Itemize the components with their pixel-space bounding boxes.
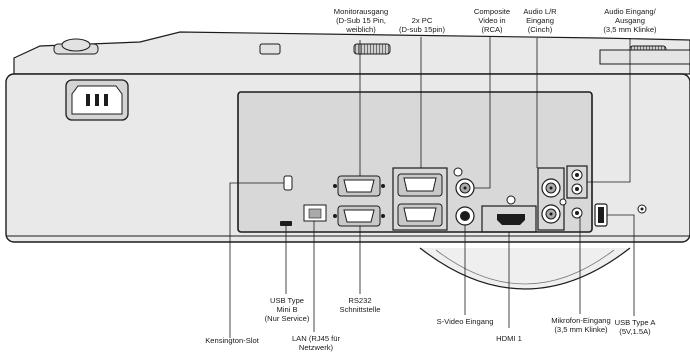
label-pc-inputs: 2x PC (D-sub 15pin) [398, 16, 445, 34]
audio-jack-icon [571, 207, 583, 219]
projector-top-housing [13, 31, 690, 75]
label-usb-mini: USB Type Mini B (Nur Service) [264, 296, 310, 323]
label-hdmi: HDMI 1 [496, 334, 522, 343]
label-lan: LAN (RJ45 für Netzwerk) [291, 334, 341, 352]
connector-panel [237, 91, 593, 233]
usb-mini-b-port-icon [280, 221, 292, 226]
label-mic-in: Mikrofon-Eingang (3,5 mm Klinke) [551, 316, 611, 334]
hdmi-port-icon [497, 214, 525, 225]
pc-input-group [392, 167, 448, 231]
lens-dome [419, 247, 631, 290]
top-focus-wheel [353, 43, 391, 55]
label-audio-io: Audio Eingang/ Ausgang (3,5 mm Klinke) [603, 7, 657, 34]
label-svideo: S-Video Eingang [436, 317, 494, 326]
kensington-slot-icon [283, 175, 293, 191]
label-composite: Composite Video in (RCA) [473, 7, 511, 34]
vga-connector-icon [397, 203, 443, 227]
label-kensington: Kensington-Slot [205, 336, 259, 345]
label-audio-lr: Audio L/R Eingang (Cinch) [523, 7, 557, 34]
audio-jack-icon [571, 183, 583, 195]
top-button [259, 43, 281, 55]
rca-jack-icon [455, 178, 475, 198]
svideo-jack-icon [455, 206, 475, 226]
label-rs232: RS232 Schnittstelle [339, 296, 381, 314]
label-monitor-out: Monitorausgang (D-Sub 15 Pin, weiblich) [333, 7, 389, 34]
serial-connector-icon [333, 205, 385, 227]
audio-jack-icon [571, 169, 583, 181]
rca-jack-icon [541, 178, 561, 198]
callout-lines [229, 37, 635, 338]
vga-connector-icon [397, 173, 443, 197]
label-usb-a: USB Type A (5V,1.5A) [614, 318, 656, 336]
rca-jack-icon [541, 204, 561, 224]
vga-connector-icon [333, 175, 385, 197]
